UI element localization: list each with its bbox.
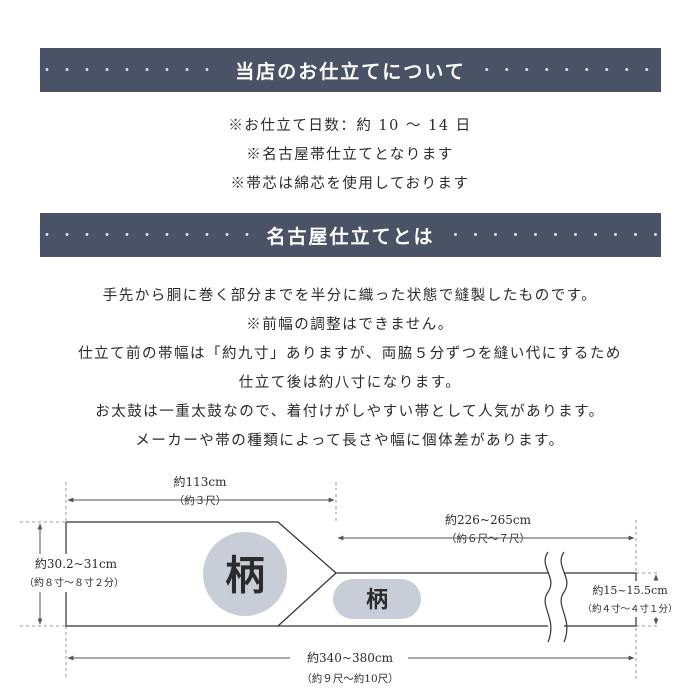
banner-dots-left: ・・・・・・・・・・・ [40, 63, 221, 79]
note-line: ※お仕立て日数：約 10 ～ 14 日 [228, 118, 472, 134]
dim-right-sub: （約４寸～４寸１分） [582, 603, 677, 615]
dim-bottom-sub: （約９尺～約10尺） [301, 672, 398, 685]
pattern-label-small: 柄 [366, 587, 388, 613]
description-line: 手先から胴に巻く部分までを半分に織った状態で縫製したものです。 [102, 288, 598, 304]
description-line: お太鼓は一重太鼓なので、着付けがしやすい帯として人気があります。 [95, 404, 605, 420]
break-lines [544, 551, 568, 643]
dim-left-label-bg [2, 554, 136, 592]
pattern-circle-large [203, 532, 287, 616]
note-line: ※名古屋帯仕立てとなります [246, 147, 454, 163]
description-line: 仕立て後は約八寸になります。 [238, 375, 462, 391]
dim-top-left-main: 約113cm [173, 474, 227, 489]
dim-right-main: 約15~15.5cm [592, 583, 668, 597]
description-line: メーカーや帯の種類によって長さや幅に個体差があります。 [135, 433, 565, 449]
description-line: 仕立て前の帯幅は「約九寸」ありますが、両脇５分ずつを縫い代にするため [78, 346, 622, 362]
banner-dots-right: ・・・・・・・・・・・ [479, 63, 661, 79]
pattern-pill-small [333, 579, 421, 619]
dim-bottom-label-bg [290, 646, 408, 696]
dim-bottom-main: 約340~380cm [307, 650, 394, 665]
banner-title: 名古屋仕立てとは [266, 225, 435, 248]
obi-diagram: 柄 柄 約113cm （約３尺） 約226~265cm （約６尺～７尺） 約30… [2, 474, 679, 696]
dim-top-right-main: 約226~265cm [445, 512, 532, 527]
note-line: ※帯芯は綿芯を使用しております [230, 176, 470, 192]
section-banner-nagoya: ・・・・・・・・・・・ 名古屋仕立てとは ・・・・・・・・・・・ [40, 213, 661, 257]
section-banner-shop-tailoring: ・・・・・・・・・・・ 当店のお仕立てについて ・・・・・・・・・・・ [40, 48, 661, 92]
banner-dots-right: ・・・・・・・・・・・ [448, 228, 662, 244]
nagoya-description: 手先から胴に巻く部分までを半分に織った状態で縫製したものです。 ※前幅の調整はで… [0, 282, 700, 456]
dim-left-main: 約30.2~31cm [35, 556, 118, 571]
dim-right-label-bg [583, 581, 679, 617]
shop-notes: ※お仕立て日数：約 10 ～ 14 日 ※名古屋帯仕立てとなります ※帯芯は綿芯… [0, 112, 700, 199]
banner-title: 当店のお仕立てについて [235, 60, 466, 83]
banner-dots-left: ・・・・・・・・・・・ [40, 228, 253, 244]
pattern-label-large: 柄 [225, 552, 265, 599]
description-line: ※前幅の調整はできません。 [246, 317, 454, 333]
dim-left-sub: （約８寸～８寸２分） [24, 576, 124, 589]
